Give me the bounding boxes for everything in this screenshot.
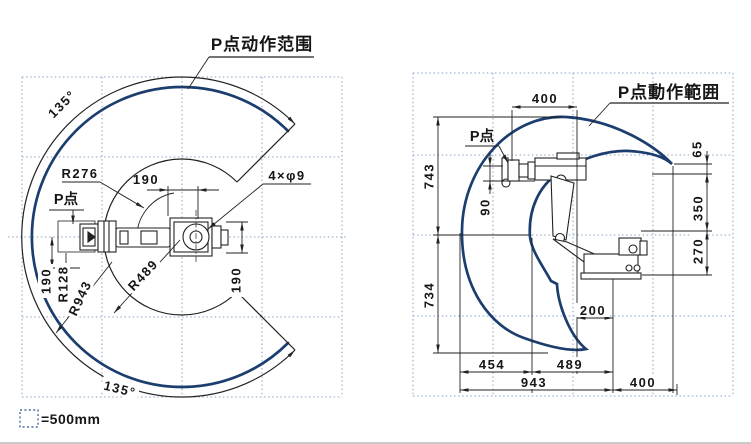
svg-text:R489: R489: [125, 256, 161, 293]
r276-label: R276: [61, 166, 98, 181]
dim-734: 734: [421, 278, 437, 312]
dim-65: 65: [689, 137, 705, 161]
dim-200: 200: [576, 303, 610, 318]
svg-text:65: 65: [690, 140, 705, 157]
r128-label: R128: [55, 263, 71, 305]
dim-350: 350: [690, 191, 706, 225]
svg-text:734: 734: [422, 282, 437, 308]
dim-943: 943: [517, 375, 551, 390]
svg-text:454: 454: [479, 357, 505, 372]
legend-label: =500mm: [41, 411, 100, 427]
dim-270: 270: [690, 234, 706, 268]
robot-side-view: [501, 152, 648, 280]
r489-label: R489: [122, 254, 163, 296]
robot-top-view: [57, 210, 229, 264]
dim-190-left: 190: [38, 264, 54, 298]
right-title-leader: [588, 102, 611, 127]
left-view: P点动作范围 135° 135° R276 P点 190: [8, 34, 348, 401]
svg-text:743: 743: [422, 163, 437, 189]
dim-90: 90: [477, 195, 493, 219]
dim-743: 743: [421, 159, 437, 193]
wrist-pointer: [87, 230, 96, 244]
svg-text:350: 350: [691, 195, 706, 221]
svg-text:400: 400: [630, 375, 656, 390]
right-p-point-label: P点: [470, 128, 495, 145]
right-title: P点動作範囲: [618, 82, 720, 102]
svg-text:90: 90: [478, 198, 493, 215]
svg-text:135°: 135°: [102, 378, 138, 401]
right-view: P点動作範囲 P点 400 743 734: [412, 72, 734, 397]
left-title-leader: [187, 56, 210, 90]
grid-square-symbol: [19, 409, 39, 428]
dim-454: 454: [475, 357, 509, 372]
holes-label: 4×φ9: [268, 168, 305, 183]
svg-text:R128: R128: [56, 265, 71, 302]
swing-dimension-arc: [21, 76, 296, 398]
svg-text:190: 190: [229, 267, 244, 293]
angle-label-top: 135°: [42, 84, 81, 123]
svg-text:270: 270: [691, 238, 706, 264]
left-p-point-label: P点: [54, 191, 79, 208]
dim-190-top: 190: [133, 172, 159, 187]
envelope-opening-edge-top: [236, 123, 296, 183]
left-title: P点动作范围: [211, 34, 313, 54]
dim-489: 489: [553, 357, 587, 372]
envelope-opening-edge-bottom: [236, 291, 296, 351]
svg-text:489: 489: [557, 357, 583, 372]
svg-text:200: 200: [580, 303, 606, 318]
dim-400-top: 400: [532, 91, 558, 106]
right-dimensions: P点動作範囲 P点 400 743 734: [421, 82, 729, 395]
svg-text:943: 943: [521, 375, 547, 390]
right-grid: [412, 72, 734, 397]
motor-circle: [628, 244, 638, 254]
dim-400-bottom: 400: [626, 375, 660, 390]
dim-190-right: 190: [228, 263, 244, 297]
grid-legend: =500mm: [19, 409, 100, 428]
svg-text:190: 190: [39, 268, 54, 294]
outer-envelope-arc: [30, 85, 290, 389]
